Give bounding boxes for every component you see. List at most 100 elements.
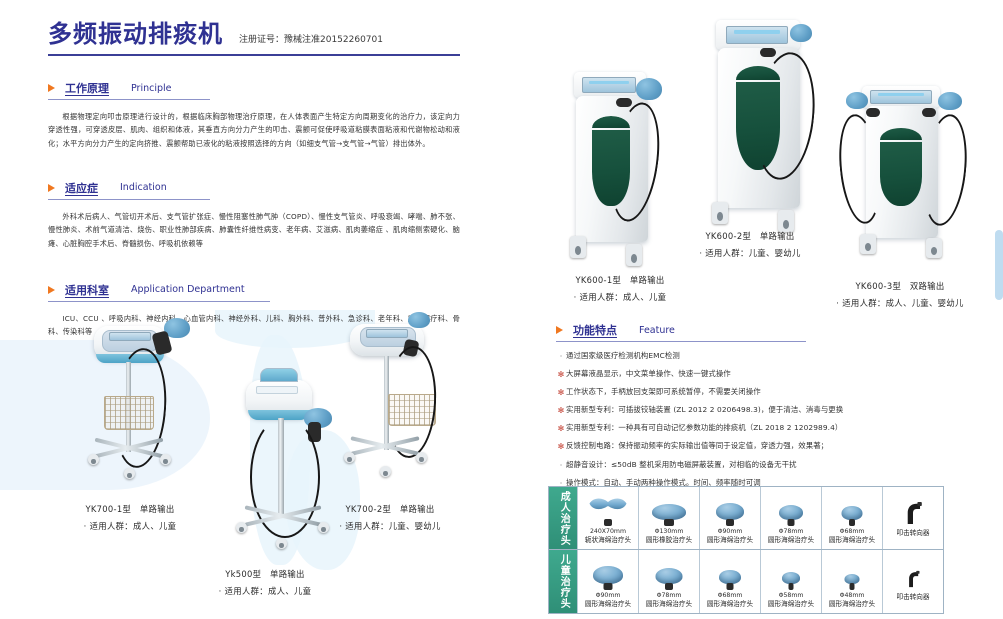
treatment-head-blue	[164, 318, 190, 338]
triangle-icon	[48, 183, 55, 192]
feature-text: 反馈控制电路：保持振动频率的实际输出值等同于设定值，穿透力强，效果著；	[566, 441, 829, 451]
head-name: 圆形海绵治疗头	[767, 536, 815, 545]
feature-text: 工作状态下，手柄放回支架即可系统暂停，不需要关闭操作	[566, 387, 761, 397]
device-basket	[388, 394, 436, 426]
device-image-yk600-2	[698, 20, 828, 236]
device-wheel	[88, 454, 99, 465]
device-audience: 适用人群：成人、儿童	[165, 585, 365, 597]
feature-text: 通过国家级医疗检测机构EMC检测	[566, 351, 680, 360]
device-wheel	[236, 522, 247, 533]
device-green-panel	[592, 130, 630, 206]
treatment-head-thumbnail	[700, 550, 760, 592]
sponge-head-icon	[652, 503, 686, 520]
feature-item: ✻工作状态下，手柄放回支架即可系统暂停，不需要关闭操作	[556, 387, 976, 398]
section-title-en: Principle	[131, 82, 172, 94]
device-image-yk700-2	[342, 312, 472, 498]
device-model: YK700-2型 单路输出	[345, 504, 435, 514]
device-model: Yk500型 单路输出	[225, 569, 305, 579]
treatment-head-thumbnail	[639, 550, 699, 592]
device-wheel	[160, 454, 171, 465]
registration-number: 注册证号：豫械注准20152260701	[239, 35, 383, 45]
device-audience: 适用人群：成人、儿童、婴幼儿	[790, 297, 1003, 309]
device-image-yk500	[228, 368, 358, 558]
head-name: 叩击转向器	[896, 529, 930, 538]
device-screen	[870, 90, 932, 104]
head-name: 圆形海绵治疗头	[828, 536, 876, 545]
device-model: YK600-2型 单路输出	[705, 231, 795, 241]
device-audience: 适用人群：成人、儿童	[520, 291, 720, 303]
head-name: 圆形海绵治疗头	[584, 600, 632, 609]
device-base-band	[96, 354, 164, 363]
bullet-star-icon: ✻	[557, 388, 565, 398]
treatment-head-thumbnail	[761, 550, 821, 592]
bullet-dot-icon: ·	[559, 478, 563, 488]
head-dimension: Φ58mm	[778, 591, 804, 599]
section-indication: 适应症 Indication 外科术后病人、气管切开术后、支气管扩张症、慢性阻塞…	[48, 180, 460, 250]
triangle-icon	[556, 326, 563, 334]
head-dimension: Φ130mm	[654, 527, 684, 535]
device-base-band	[248, 410, 310, 420]
treatment-head-thumbnail	[883, 550, 943, 592]
sponge-head-icon	[782, 571, 800, 584]
device-image-yk600-1	[560, 72, 680, 272]
feature-text: 超静音设计：≤50dB 整机采用防电磁屏蔽装置，对相临的设备无干扰	[566, 459, 797, 469]
device-handle	[616, 98, 632, 107]
device-green-accent	[880, 128, 922, 140]
head-neck	[603, 582, 613, 590]
device-pole	[384, 356, 389, 450]
head-name: 圆形橡胶治疗头	[645, 536, 693, 545]
device-screen	[366, 329, 408, 338]
section-body: 根据物理定向叩击原理进行设计的，根据临床胸部物理治疗原理，在人体表面产生特定方向…	[48, 112, 460, 148]
title-row: 多频振动排痰机 注册证号：豫械注准20152260701	[48, 14, 460, 49]
device-caption-yk500: Yk500型 单路输出 适用人群：成人、儿童	[165, 568, 365, 597]
head-dimension: Φ68mm	[717, 591, 743, 599]
device-wheel	[344, 452, 355, 463]
device-caption-yk700-1: YK700-1型 单路输出 适用人群：成人、儿童	[35, 503, 225, 532]
device-model: YK600-3型 双路输出	[855, 281, 945, 291]
head-neck	[604, 518, 612, 526]
treatment-head-thumbnail	[578, 550, 638, 592]
treatment-head-thumbnail	[578, 487, 638, 528]
bullet-star-icon: ✻	[557, 424, 565, 434]
feature-text: 实用新型专利：一种具有可自动记忆参数功能的排痰机（ZL 2018 2 12029…	[566, 423, 843, 433]
head-name: 圆形海绵治疗头	[645, 600, 693, 609]
feature-list: ·通过国家级医疗检测机构EMC检测✻大屏幕液晶显示，中文菜单操作、快速一键式操作…	[556, 351, 976, 506]
treatment-head-thumbnail	[700, 487, 760, 528]
device-caption-yk600-3: YK600-3型 双路输出 适用人群：成人、儿童、婴幼儿	[790, 280, 1003, 309]
table-cell: 叩击转向器	[882, 550, 943, 613]
device-wheel	[380, 466, 391, 477]
section-header: 工作原理 Principle	[48, 80, 210, 100]
yoke-sponge-head-icon	[588, 496, 628, 520]
sponge-head-icon	[841, 505, 863, 520]
screen-readout	[734, 29, 780, 35]
device-model: YK700-1型 单路输出	[85, 504, 175, 514]
head-neck	[849, 582, 855, 590]
text-column: 多频振动排痰机 注册证号：豫械注准20152260701 工作原理 Princi…	[48, 14, 460, 339]
device-screen	[582, 77, 636, 93]
section-title-en: Application Department	[131, 284, 245, 296]
sponge-head-icon	[655, 567, 683, 584]
device-wheel	[124, 468, 135, 479]
head-neck	[849, 518, 855, 526]
bullet-dot-icon: ·	[559, 460, 563, 470]
device-wheel	[570, 236, 586, 258]
screen-readout	[589, 80, 629, 85]
treatment-head-blue	[938, 92, 962, 110]
treatment-head-blue	[408, 312, 430, 328]
head-neck	[787, 518, 795, 526]
sponge-head-icon	[719, 569, 741, 584]
device-handle	[866, 108, 880, 117]
device-hose	[250, 416, 320, 538]
treatment-head-thumbnail	[822, 550, 882, 592]
head-dimension: Φ90mm	[717, 527, 743, 535]
section-title-en: Indication	[120, 182, 167, 194]
continent-shape	[215, 310, 375, 348]
